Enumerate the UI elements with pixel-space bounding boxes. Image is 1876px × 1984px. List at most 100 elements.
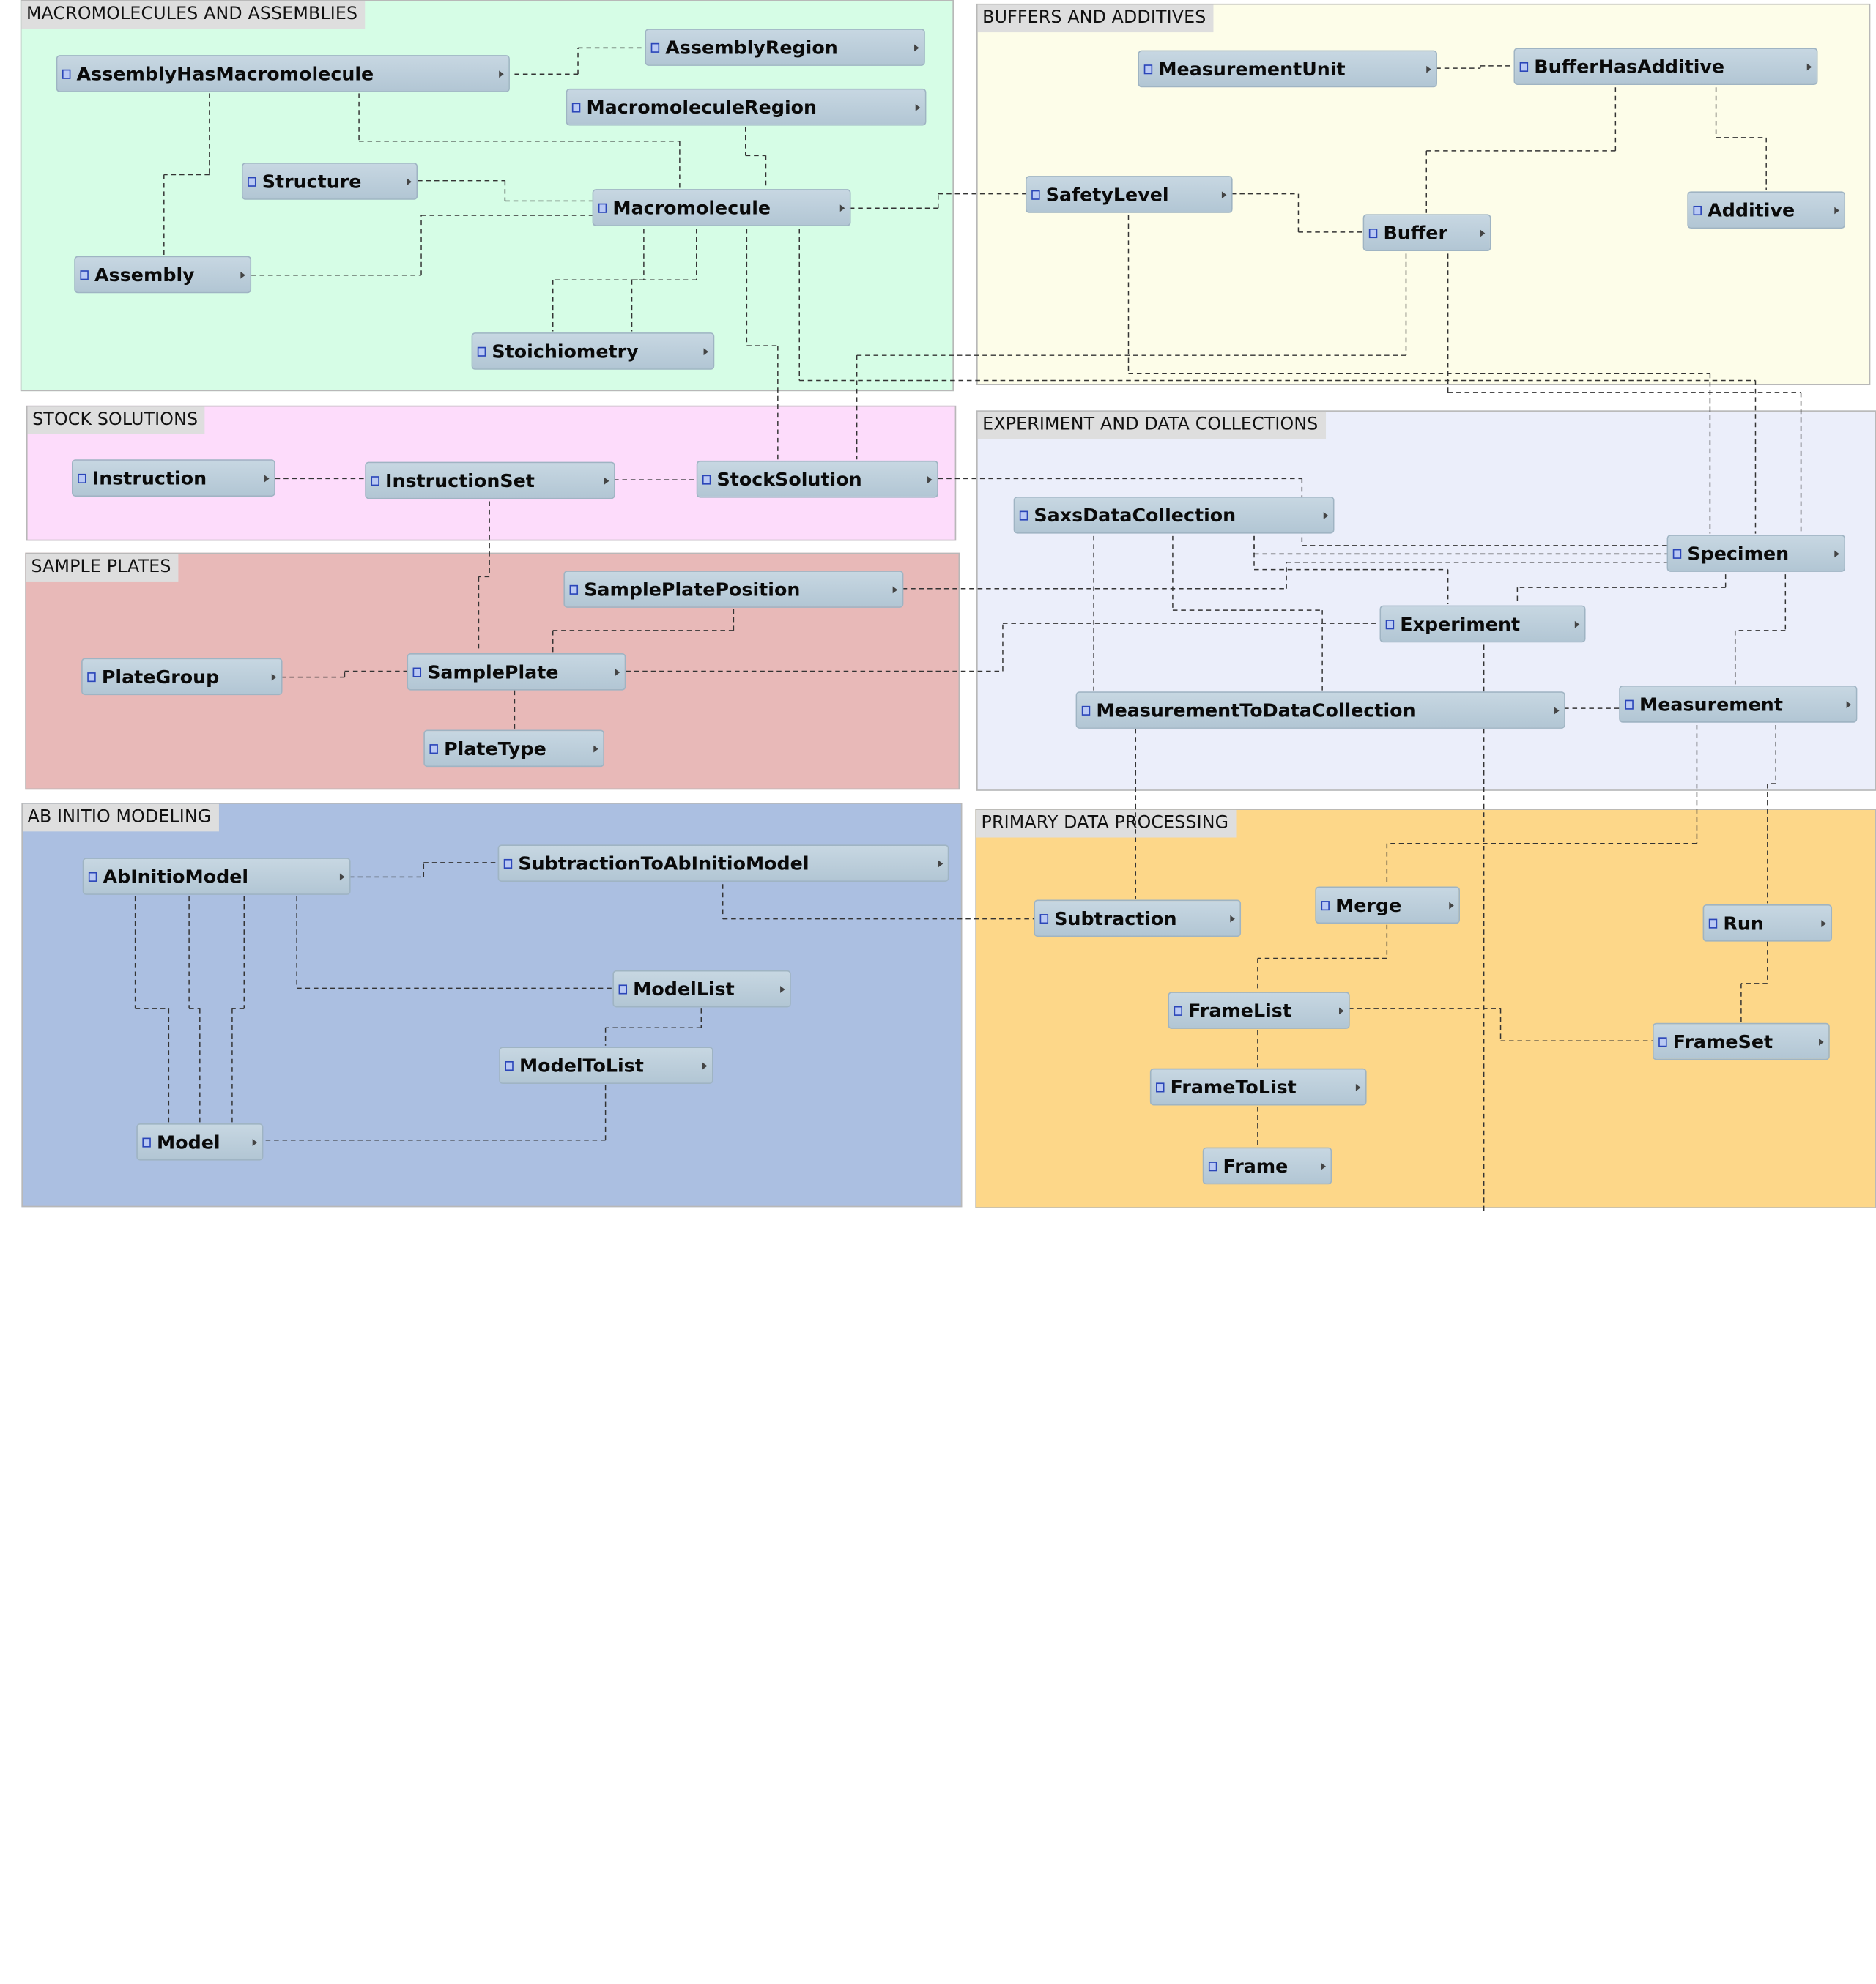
expand-arrow-icon[interactable] <box>703 348 709 356</box>
expand-arrow-icon[interactable] <box>780 986 785 993</box>
expand-arrow-icon[interactable] <box>264 475 270 483</box>
expand-arrow-icon[interactable] <box>1821 920 1826 928</box>
entity-label: Instruction <box>92 467 207 489</box>
entity-additive[interactable]: Additive <box>1687 191 1846 229</box>
entity-label: Frame <box>1223 1155 1289 1177</box>
expand-arrow-icon[interactable] <box>499 70 504 78</box>
entity-model[interactable]: Model <box>136 1123 264 1161</box>
entity-merge[interactable]: Merge <box>1315 886 1460 924</box>
expand-arrow-icon[interactable] <box>604 477 609 485</box>
group-primary-data-processing: PRIMARY DATA PROCESSING <box>975 809 1876 1208</box>
expand-arrow-icon[interactable] <box>1574 620 1580 628</box>
entity-structure[interactable]: Structure <box>241 163 418 200</box>
table-icon <box>618 984 628 995</box>
entity-buffer[interactable]: Buffer <box>1362 214 1491 252</box>
expand-arrow-icon[interactable] <box>1554 707 1560 715</box>
entity-label: Measurement <box>1639 693 1783 716</box>
entity-sample-plate[interactable]: SamplePlate <box>407 653 626 691</box>
expand-arrow-icon[interactable] <box>915 104 921 111</box>
entity-plate-type[interactable]: PlateType <box>423 729 604 768</box>
expand-arrow-icon[interactable] <box>1834 550 1839 558</box>
entity-frame-to-list[interactable]: FrameToList <box>1149 1068 1367 1106</box>
entity-label: PlateGroup <box>101 666 220 688</box>
table-icon <box>1174 1006 1182 1016</box>
expand-arrow-icon[interactable] <box>1449 902 1454 910</box>
table-icon <box>505 1061 514 1071</box>
expand-arrow-icon[interactable] <box>1806 63 1812 71</box>
table-icon <box>429 744 438 754</box>
table-icon <box>87 672 96 683</box>
expand-arrow-icon[interactable] <box>339 873 345 881</box>
entity-assembly-has-macromolecule[interactable]: AssemblyHasMacromolecule <box>56 55 510 92</box>
entity-sample-plate-position[interactable]: SamplePlatePosition <box>563 571 904 608</box>
expand-arrow-icon[interactable] <box>615 669 620 676</box>
expand-arrow-icon[interactable] <box>1846 701 1852 709</box>
entity-label: Assembly <box>94 264 195 286</box>
entity-model-to-list[interactable]: ModelToList <box>499 1047 713 1085</box>
entity-label: Specimen <box>1687 542 1790 565</box>
entity-frame-set[interactable]: FrameSet <box>1653 1022 1830 1060</box>
entity-safety-level[interactable]: SafetyLevel <box>1025 176 1233 213</box>
entity-macromolecule[interactable]: Macromolecule <box>592 189 851 226</box>
entity-specimen[interactable]: Specimen <box>1666 535 1846 572</box>
expand-arrow-icon[interactable] <box>593 745 598 753</box>
expand-arrow-icon[interactable] <box>1338 1007 1344 1015</box>
expand-arrow-icon[interactable] <box>1321 1162 1327 1170</box>
entity-label: InstructionSet <box>385 469 535 491</box>
expand-arrow-icon[interactable] <box>1426 65 1431 73</box>
expand-arrow-icon[interactable] <box>1480 229 1486 237</box>
expand-arrow-icon[interactable] <box>1819 1038 1824 1046</box>
entity-stock-solution[interactable]: StockSolution <box>696 460 938 498</box>
entity-assembly-region[interactable]: AssemblyRegion <box>645 29 925 66</box>
expand-arrow-icon[interactable] <box>892 586 898 594</box>
entity-measurement[interactable]: Measurement <box>1619 686 1858 723</box>
entity-measurement-unit[interactable]: MeasurementUnit <box>1138 50 1437 88</box>
table-icon <box>702 475 711 485</box>
expand-arrow-icon[interactable] <box>271 673 277 681</box>
expand-arrow-icon[interactable] <box>1221 191 1227 199</box>
table-icon <box>1519 62 1529 73</box>
entity-assembly[interactable]: Assembly <box>74 256 252 294</box>
expand-arrow-icon[interactable] <box>914 44 919 52</box>
entity-subtraction[interactable]: Subtraction <box>1034 899 1242 937</box>
entity-label: AbInitioModel <box>103 865 249 888</box>
expand-arrow-icon[interactable] <box>1230 915 1235 923</box>
entity-label: ModelList <box>633 978 735 1000</box>
entity-subtraction-to-ab-initio-model[interactable]: SubtractionToAbInitioModel <box>497 844 949 882</box>
entity-saxs-data-collection[interactable]: SaxsDataCollection <box>1013 496 1335 534</box>
entity-plate-group[interactable]: PlateGroup <box>81 658 283 696</box>
entity-label: MeasurementToDataCollection <box>1096 699 1416 721</box>
entity-experiment[interactable]: Experiment <box>1379 605 1586 643</box>
entity-measurement-to-data-collection[interactable]: MeasurementToDataCollection <box>1075 691 1565 729</box>
expand-arrow-icon[interactable] <box>240 271 245 279</box>
entity-stoichiometry[interactable]: Stoichiometry <box>471 332 715 370</box>
entity-model-list[interactable]: ModelList <box>612 970 791 1008</box>
expand-arrow-icon[interactable] <box>938 860 943 868</box>
table-icon <box>78 473 86 483</box>
table-icon <box>1321 901 1330 911</box>
expand-arrow-icon[interactable] <box>927 476 933 483</box>
entity-instruction[interactable]: Instruction <box>72 459 275 497</box>
expand-arrow-icon[interactable] <box>1355 1084 1361 1091</box>
entity-label: SamplePlatePosition <box>584 578 801 601</box>
table-icon <box>503 858 513 869</box>
entity-label: MacromoleculeRegion <box>586 96 817 118</box>
expand-arrow-icon[interactable] <box>1834 207 1839 215</box>
entity-run[interactable]: Run <box>1702 904 1833 942</box>
table-icon <box>1693 205 1702 216</box>
entity-label: Run <box>1723 912 1764 935</box>
table-icon <box>142 1137 151 1148</box>
expand-arrow-icon[interactable] <box>839 204 845 212</box>
entity-frame[interactable]: Frame <box>1202 1147 1332 1185</box>
entity-macromolecule-region[interactable]: MacromoleculeRegion <box>566 88 927 126</box>
entity-frame-list[interactable]: FrameList <box>1168 992 1350 1029</box>
expand-arrow-icon[interactable] <box>407 178 412 186</box>
expand-arrow-icon[interactable] <box>702 1062 708 1070</box>
entity-label: ModelToList <box>519 1055 644 1077</box>
entity-label: SaxsDataCollection <box>1034 504 1237 526</box>
expand-arrow-icon[interactable] <box>252 1139 258 1146</box>
entity-buffer-has-additive[interactable]: BufferHasAdditive <box>1513 48 1818 85</box>
entity-instruction-set[interactable]: InstructionSet <box>365 461 615 499</box>
expand-arrow-icon[interactable] <box>1323 512 1329 519</box>
entity-ab-initio-model[interactable]: AbInitioModel <box>82 858 351 895</box>
